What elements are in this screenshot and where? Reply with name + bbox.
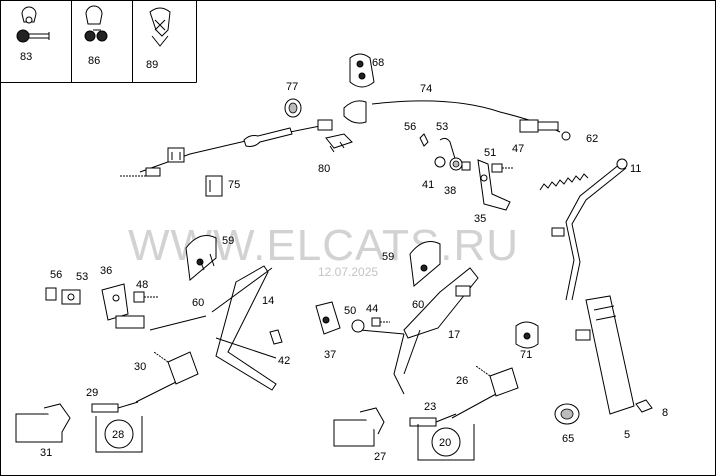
label-27: 27 bbox=[374, 451, 386, 463]
label-60-right: 60 bbox=[412, 299, 424, 311]
label-60-left: 60 bbox=[192, 297, 204, 309]
label-29: 29 bbox=[86, 387, 98, 399]
label-42: 42 bbox=[278, 355, 290, 367]
label-37: 37 bbox=[324, 349, 336, 361]
clip-with-hose-icon bbox=[16, 6, 50, 43]
label-51: 51 bbox=[484, 147, 496, 159]
pedal-lever-11 bbox=[551, 158, 628, 301]
label-11: 11 bbox=[630, 163, 641, 175]
bracket-cluster-35 bbox=[419, 133, 514, 211]
label-56-left: 56 bbox=[50, 269, 62, 281]
watermark-text: WWW.ELCATS.RU bbox=[128, 221, 519, 270]
label-31: 31 bbox=[40, 447, 52, 459]
legend-label-89: 89 bbox=[146, 59, 158, 71]
bracket-75 bbox=[205, 175, 223, 197]
plug-23 bbox=[409, 413, 457, 427]
label-20: 20 bbox=[439, 437, 451, 449]
accelerator-pedal-5 bbox=[575, 295, 635, 415]
label-59-left: 59 bbox=[222, 235, 234, 247]
bolt-48 bbox=[133, 291, 158, 303]
label-59-right: 59 bbox=[382, 251, 394, 263]
label-38: 38 bbox=[444, 185, 456, 197]
label-17: 17 bbox=[448, 329, 460, 341]
switch-71 bbox=[515, 321, 539, 349]
pedal-bracket-14 bbox=[149, 235, 277, 391]
label-62: 62 bbox=[586, 133, 598, 145]
stop-buffer-65 bbox=[554, 403, 580, 425]
clip-56-left bbox=[45, 287, 81, 305]
sensor-37 bbox=[315, 301, 390, 335]
label-56-top: 56 bbox=[404, 121, 416, 133]
label-8: 8 bbox=[662, 407, 668, 419]
connector-30 bbox=[135, 351, 199, 403]
label-47: 47 bbox=[512, 143, 524, 155]
legend-box bbox=[0, 0, 197, 83]
label-53-top: 53 bbox=[436, 121, 448, 133]
mounting-plate-68 bbox=[349, 53, 375, 88]
label-30: 30 bbox=[134, 361, 146, 373]
part-labels: 83 86 89 68 77 74 80 75 56 53 51 47 62 1… bbox=[20, 51, 668, 463]
spring-62 bbox=[539, 173, 589, 191]
bushing-77 bbox=[284, 98, 302, 118]
label-35: 35 bbox=[474, 213, 486, 225]
label-75: 75 bbox=[228, 179, 240, 191]
pedal-bracket-17 bbox=[359, 241, 479, 395]
clip-8 bbox=[635, 399, 653, 413]
label-53-left: 53 bbox=[76, 271, 88, 283]
label-71: 71 bbox=[520, 349, 532, 361]
bracket-36 bbox=[101, 283, 145, 329]
label-74: 74 bbox=[420, 83, 432, 95]
plug-27 bbox=[333, 407, 385, 447]
clip-icon bbox=[84, 5, 108, 42]
plug-31 bbox=[15, 403, 71, 443]
label-68: 68 bbox=[372, 57, 384, 69]
label-41: 41 bbox=[422, 179, 434, 191]
clip-42 bbox=[269, 329, 283, 345]
legend-label-86: 86 bbox=[88, 55, 100, 67]
label-28: 28 bbox=[112, 429, 124, 441]
label-23: 23 bbox=[424, 401, 436, 413]
connector-26 bbox=[451, 365, 519, 419]
label-48: 48 bbox=[136, 279, 148, 291]
legend-label-83: 83 bbox=[20, 51, 32, 63]
label-44: 44 bbox=[366, 303, 378, 315]
label-65: 65 bbox=[562, 433, 574, 445]
label-26: 26 bbox=[456, 375, 468, 387]
watermark-date: 12.07.2025 bbox=[318, 265, 378, 279]
label-14: 14 bbox=[262, 295, 274, 307]
circle-20 bbox=[417, 424, 475, 461]
plug-29 bbox=[91, 401, 139, 413]
wire-clamp-icon bbox=[149, 7, 171, 47]
label-80: 80 bbox=[318, 163, 330, 175]
label-77: 77 bbox=[286, 81, 298, 93]
accelerator-cable bbox=[120, 100, 571, 177]
clip-80 bbox=[325, 133, 353, 153]
label-5: 5 bbox=[624, 429, 630, 441]
label-36: 36 bbox=[100, 265, 112, 277]
label-50: 50 bbox=[344, 305, 356, 317]
circle-28 bbox=[95, 416, 143, 453]
